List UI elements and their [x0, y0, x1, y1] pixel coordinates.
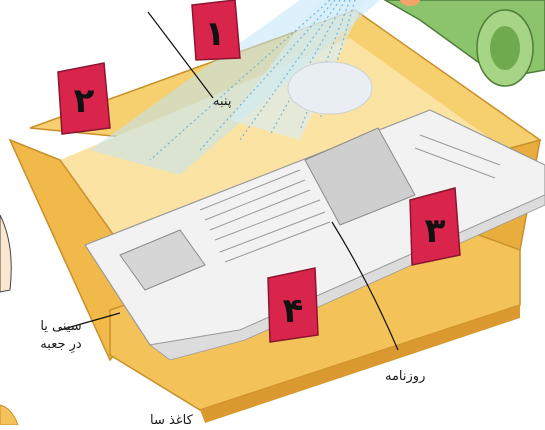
- bottom-left-object: [0, 405, 18, 425]
- bottom-partial-label: کاغذ سا: [150, 412, 193, 430]
- tray-label: سینی یا درِ جعبه: [24, 318, 98, 354]
- tray-label-line-1: سینی یا: [24, 318, 98, 336]
- card-3-label: ۳: [425, 211, 446, 251]
- left-edge-object: [0, 215, 11, 292]
- card-3: ۳: [410, 188, 460, 265]
- card-2-label: ۲: [74, 81, 95, 121]
- card-2: ۲: [58, 63, 110, 134]
- card-1: ۱: [192, 0, 240, 60]
- card-4-label: ۴: [283, 291, 304, 331]
- newspaper-label: روزنامه: [385, 368, 425, 386]
- cotton-label: پنبه: [213, 93, 231, 111]
- cotton-puff: [288, 62, 372, 114]
- tray-label-line-2: درِ جعبه: [24, 336, 98, 354]
- card-1-label: ۱: [205, 14, 226, 54]
- card-4: ۴: [268, 268, 318, 342]
